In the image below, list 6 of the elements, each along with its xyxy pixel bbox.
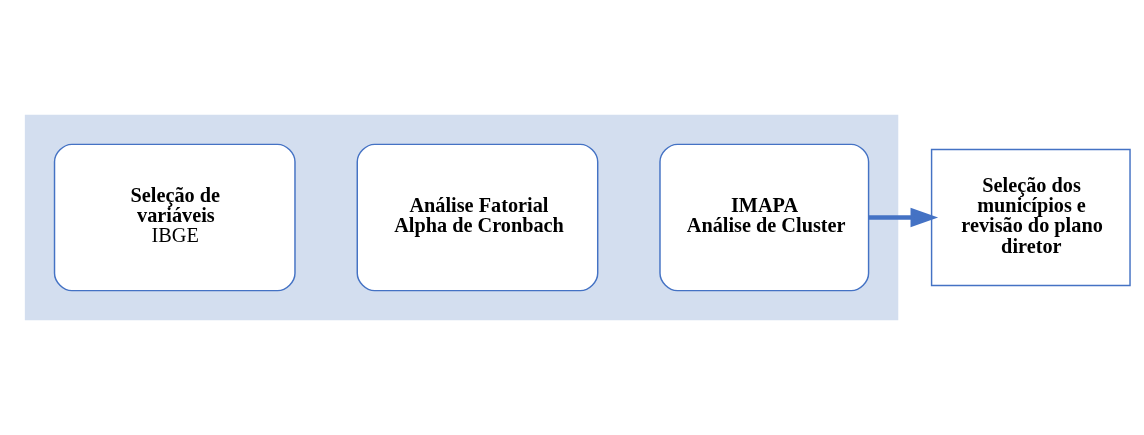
arrow <box>868 207 939 228</box>
node-box: Seleção de variáveis IBGE <box>53 143 296 292</box>
node-box: IMAPA Análise de Cluster <box>659 143 870 292</box>
cluster <box>24 114 899 321</box>
node-box: Seleção dos municípios e revisão do plano diretor <box>930 148 1131 287</box>
node-box: Análise Fatorial Alpha de Cronbach <box>356 143 599 292</box>
